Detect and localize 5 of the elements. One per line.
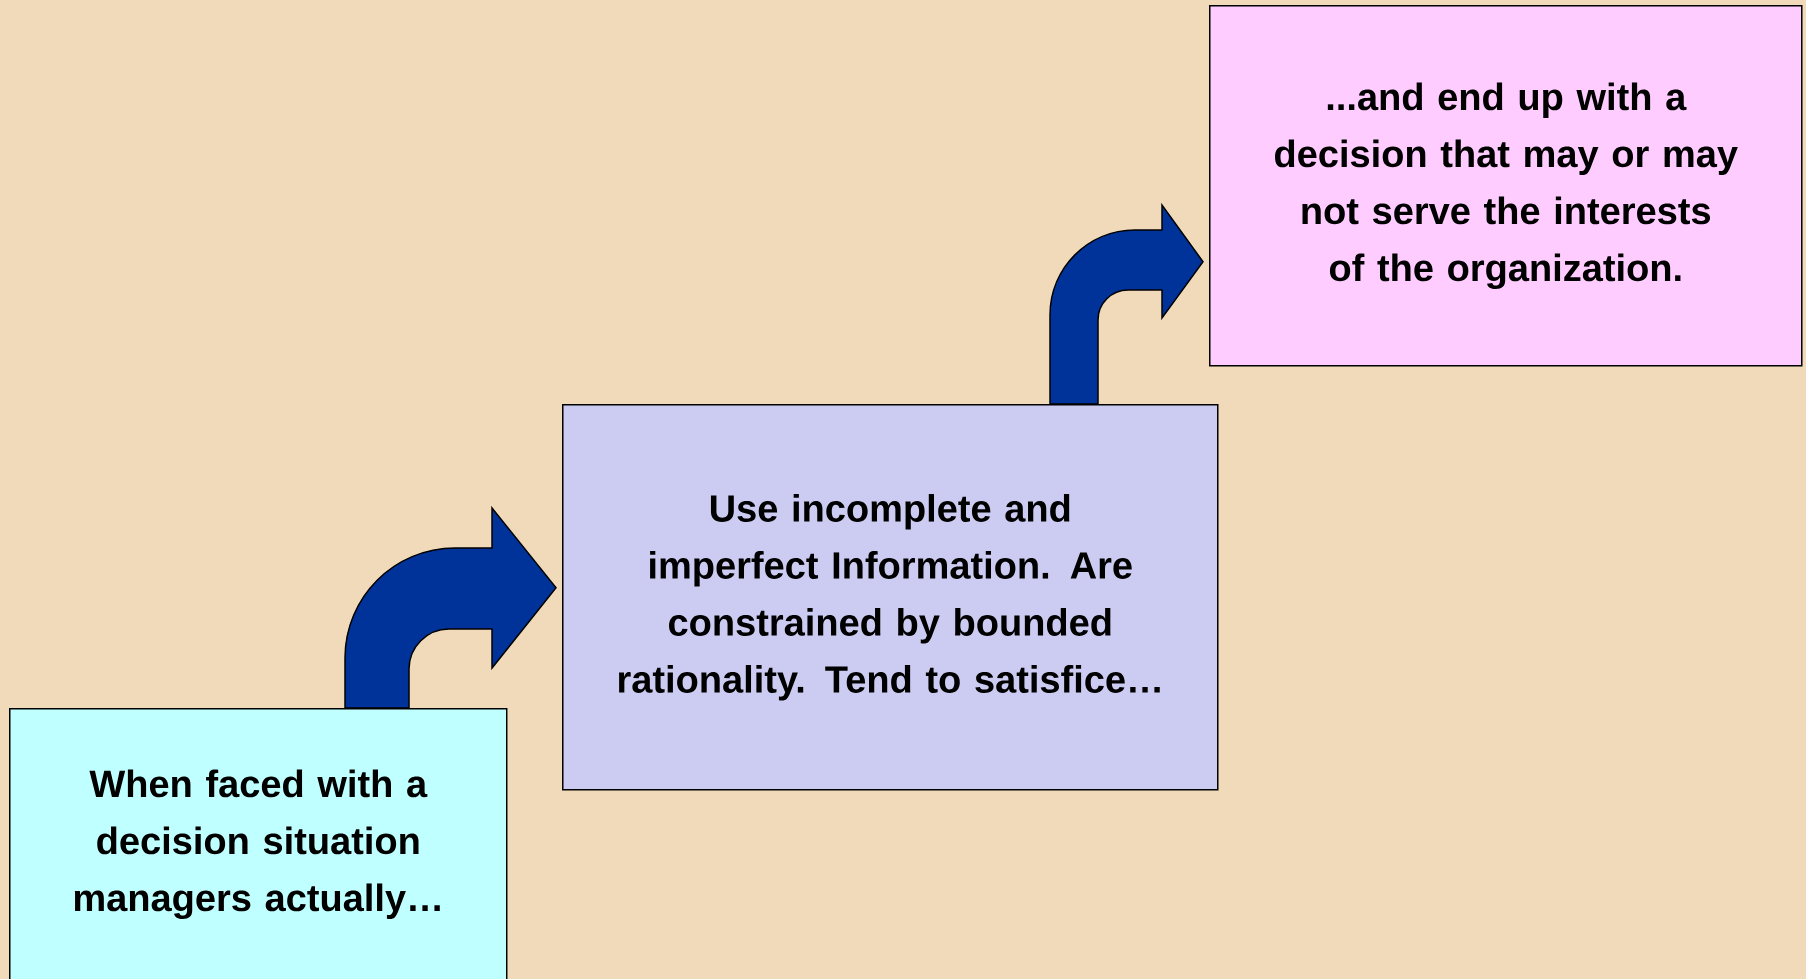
bent-arrow (344, 507, 557, 709)
text-box: Use incomplete and imperfect Information. Are constrained by bounded rationality. Tend to satisfice… (562, 404, 1219, 791)
text-box: When faced with a decision situation managers actually… (9, 708, 508, 979)
bent-arrow (1049, 204, 1204, 405)
text-box: ...and end up with a decision that may or may not serve the interests of the organization. (1209, 5, 1803, 367)
